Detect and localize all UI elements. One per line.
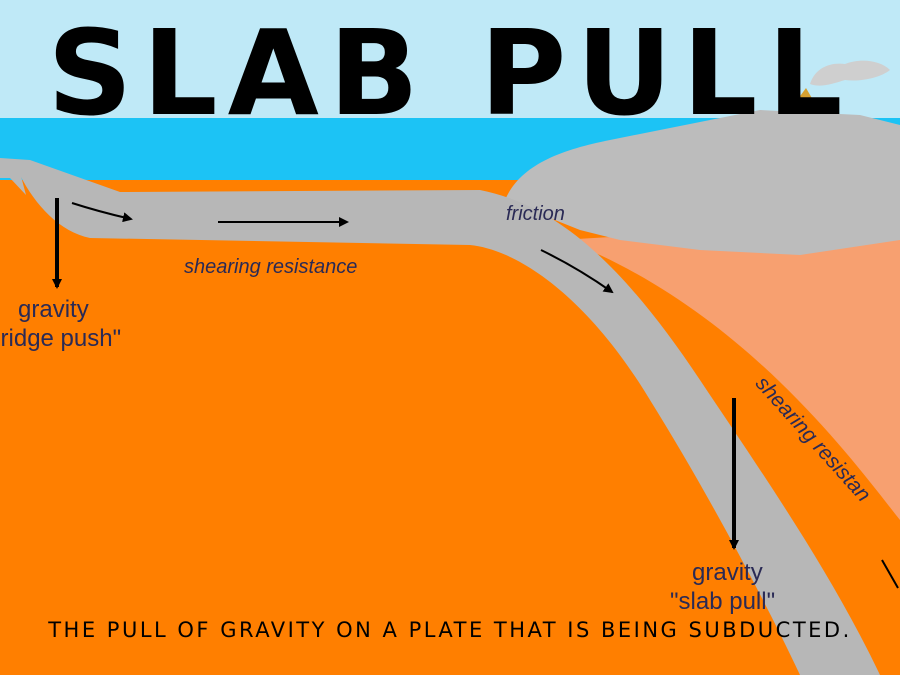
plate-motion-arrow-3 xyxy=(540,249,614,294)
slab-pull-label: "slab pull" xyxy=(670,588,776,615)
plate-motion-arrow-1 xyxy=(71,202,133,223)
mantle-wedge xyxy=(560,220,900,520)
oceanic-plate xyxy=(0,158,880,675)
continental-plate xyxy=(505,110,900,255)
volcano xyxy=(790,88,820,112)
volcano-plume xyxy=(810,60,890,86)
gravity-label-right: gravity xyxy=(692,559,763,586)
sky xyxy=(0,0,900,130)
ridge-notch xyxy=(0,160,26,195)
slab-motion-arrow xyxy=(881,559,899,589)
friction-label: friction xyxy=(506,203,565,225)
caption: THE PULL OF GRAVITY ON A PLATE THAT IS B… xyxy=(48,618,852,642)
page-title: SLAB PULL xyxy=(47,4,853,142)
gravity-label-left: gravity xyxy=(18,296,89,323)
ridge-push-label: "ridge push" xyxy=(0,325,122,352)
shearing-resistance-label: shearing resistance xyxy=(184,256,358,278)
